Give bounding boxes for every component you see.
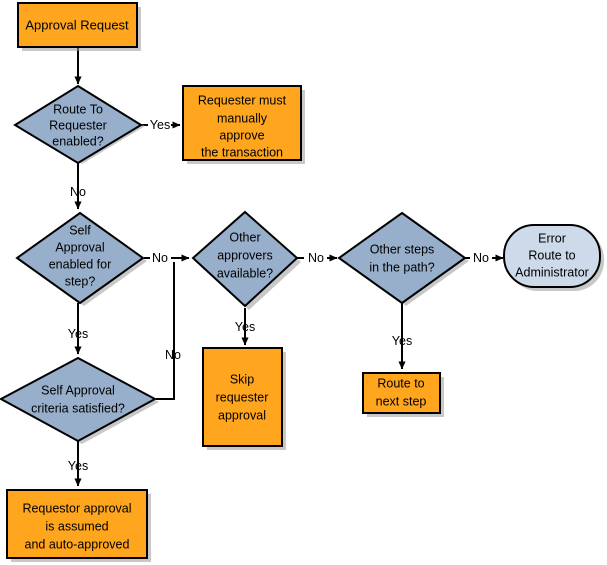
edge-label-yes-2: Yes (68, 327, 88, 341)
node-label-self-criteria-1: Self Approval (41, 383, 115, 397)
node-other-approvers-available[interactable]: Other approvers available? (191, 210, 301, 310)
node-label-self-criteria-2: criteria satisfied? (31, 401, 125, 415)
edge-self-approval-enabled-yes: Yes (68, 303, 88, 355)
node-label-requestor-assumed-1: Requestor approval (22, 501, 131, 515)
node-label-requester-must-2: manually (217, 111, 268, 125)
node-label-route-to-requester-3: enabled? (52, 134, 103, 148)
edge-label-yes-3: Yes (68, 459, 88, 473)
edge-label-no-4: No (308, 251, 324, 265)
node-requester-must-approve[interactable]: Requester must manually approve the tran… (182, 85, 305, 164)
edge-label-yes-5: Yes (392, 334, 412, 348)
node-label-route-to-requester-2: Requester (49, 118, 107, 132)
edge-label-yes-1: Yes (150, 118, 170, 132)
edge-label-no-2: No (152, 251, 168, 265)
node-label-self-approval-enabled-1: Self (69, 223, 91, 237)
node-label-other-steps-2: in the path? (369, 260, 434, 274)
edge-other-steps-yes: Yes (392, 303, 412, 370)
edge-label-no-3: No (165, 348, 181, 362)
node-label-requestor-assumed-3: and auto-approved (25, 537, 130, 551)
edge-self-approval-criteria-yes: Yes (68, 441, 88, 487)
node-label-route-next-step-2: next step (376, 394, 427, 408)
edge-label-no-5: No (473, 251, 489, 265)
node-label-other-steps-1: Other steps (370, 242, 435, 256)
edge-label-no-1: No (70, 185, 86, 199)
node-label-skip-requester-3: approval (218, 408, 266, 422)
node-skip-requester-approval[interactable]: Skip requester approval (202, 347, 286, 450)
node-label-error-route-1: Error (538, 231, 566, 245)
edge-route-to-requester-no: No (70, 163, 86, 210)
node-route-to-requester[interactable]: Route To Requester enabled? (13, 84, 145, 165)
node-label-requester-must-1: Requester must (198, 93, 287, 107)
edge-self-approval-criteria-no: No (156, 262, 181, 400)
node-label-other-approvers-1: Other (229, 230, 260, 244)
node-label-error-route-3: Administrator (515, 265, 589, 279)
node-self-approval-criteria[interactable]: Self Approval criteria satisfied? (0, 356, 159, 444)
edges-layer: Yes No No Yes No Yes (68, 48, 504, 487)
node-label-other-approvers-2: approvers (217, 248, 273, 262)
node-other-steps-in-path[interactable]: Other steps in the path? (337, 211, 469, 306)
node-label-skip-requester-2: requester (216, 390, 269, 404)
node-label-approval-request: Approval Request (25, 17, 129, 32)
node-label-self-approval-enabled-3: enabled for (49, 257, 112, 271)
node-label-requester-must-4: the transaction (201, 145, 283, 159)
edge-self-approval-enabled-no: No (144, 251, 190, 265)
node-label-requestor-assumed-2: is assumed (45, 519, 108, 533)
node-label-self-approval-enabled-2: Approval (55, 240, 104, 254)
edge-route-to-requester-yes: Yes (141, 118, 181, 132)
node-label-self-approval-enabled-4: step? (65, 274, 96, 288)
node-error-route-to-administrator[interactable]: Error Route to Administrator (503, 224, 604, 291)
node-requestor-approval-assumed[interactable]: Requestor approval is assumed and auto-a… (6, 489, 151, 562)
node-label-route-to-requester-1: Route To (53, 102, 103, 116)
edge-other-steps-no: No (465, 251, 504, 265)
node-label-requester-must-3: approve (219, 128, 264, 142)
node-self-approval-enabled[interactable]: Self Approval enabled for step? (15, 211, 147, 306)
node-route-to-next-step[interactable]: Route to next step (362, 372, 444, 417)
node-label-error-route-2: Route to (528, 248, 575, 262)
edge-other-approvers-yes: Yes (235, 308, 255, 346)
edge-other-approvers-no: No (297, 251, 338, 265)
node-label-other-approvers-3: available? (217, 266, 273, 280)
node-label-route-next-step-1: Route to (377, 376, 424, 390)
edge-label-yes-4: Yes (235, 320, 255, 334)
node-approval-request[interactable]: Approval Request (17, 2, 141, 51)
node-label-skip-requester-1: Skip (230, 372, 254, 386)
